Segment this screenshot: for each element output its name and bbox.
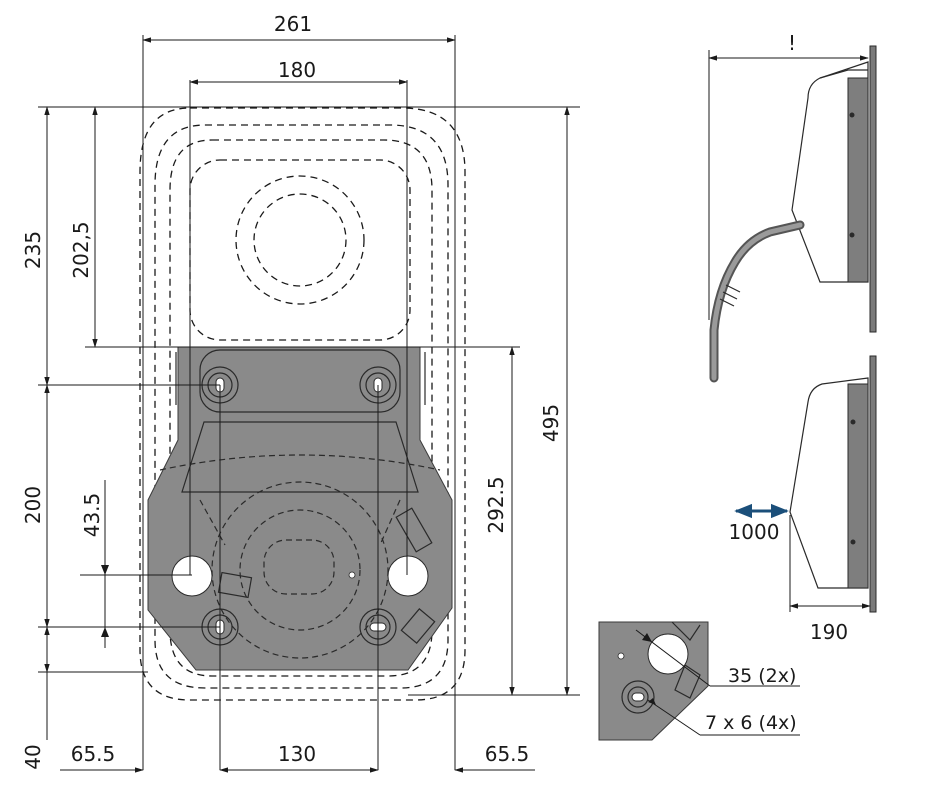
cable-hole-left <box>171 555 213 597</box>
dim-right-height: 495 <box>539 404 563 442</box>
depth-label: 190 <box>810 620 848 644</box>
mounting-plate <box>147 346 453 671</box>
spacing-label: 1000 <box>729 520 780 544</box>
construction-lines <box>38 35 580 770</box>
dim-top-width: 261 <box>274 12 312 36</box>
dim-left-height: 235 <box>21 231 45 269</box>
front-view: 261 180 235 202,5 200 43.5 40 65.5 130 6… <box>21 12 580 773</box>
dimension-lines <box>44 37 570 773</box>
side-view-spacing: 1000 190 <box>729 355 877 644</box>
dim-bottom-left: 65.5 <box>71 742 116 766</box>
clearance-label: ! <box>788 31 796 55</box>
side-view-with-cable: ! <box>708 31 877 383</box>
detail-view: 35 (2x) 7 x 6 (4x) <box>598 621 800 741</box>
dim-right-inner-height: 292.5 <box>484 476 508 533</box>
hole-label: 35 (2x) <box>728 665 796 687</box>
charging-cable <box>709 220 805 383</box>
slot-label: 7 x 6 (4x) <box>705 712 797 734</box>
dim-small-height: 43.5 <box>80 493 104 538</box>
dim-left-inner-height: 202,5 <box>69 221 93 278</box>
dim-bottom-offset: 40 <box>21 744 45 769</box>
dim-mid-height: 200 <box>21 486 45 524</box>
cable-hole-right <box>387 555 429 597</box>
dim-bottom-right: 65.5 <box>485 742 530 766</box>
wall-lower <box>869 355 877 613</box>
wall <box>869 45 877 333</box>
dim-bottom-center: 130 <box>278 742 316 766</box>
dim-inner-width: 180 <box>278 58 316 82</box>
